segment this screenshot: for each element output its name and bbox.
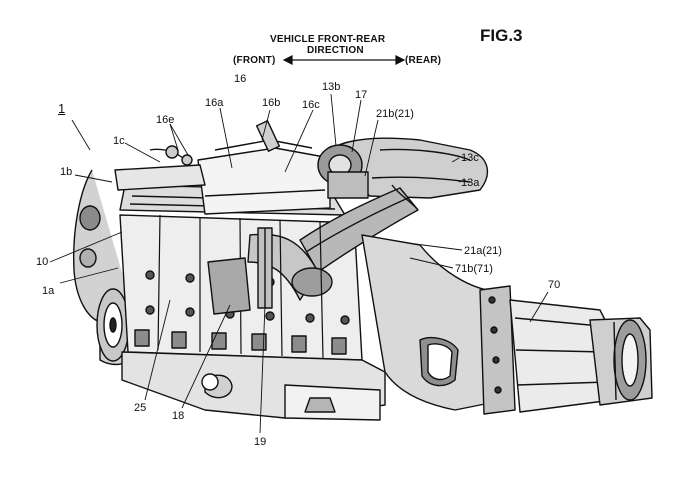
direction-rear-label: (REAR) [405, 55, 442, 66]
ref-label-70: 70 [548, 279, 561, 291]
ref-label-17: 17 [355, 89, 368, 101]
ref-label-1: 1 [58, 101, 66, 116]
ref-label-16e: 16e [156, 114, 175, 126]
ref-label-25: 25 [134, 402, 147, 414]
ref-label-16a: 16a [205, 97, 224, 109]
ref-label-16: 16 [234, 73, 247, 85]
ref-label-1a: 1a [42, 285, 55, 297]
ref-label-1b: 1b [60, 166, 73, 178]
ref-label-18: 18 [172, 410, 185, 422]
ref-label-16b: 16b [262, 97, 281, 109]
ref-label-1c: 1c [113, 135, 125, 147]
ref-label-19: 19 [254, 436, 267, 448]
direction-arrow [282, 55, 406, 65]
direction-title-line1: VEHICLE FRONT-REAR [270, 34, 386, 45]
engine-body [72, 120, 653, 421]
direction-front-label: (FRONT) [233, 55, 276, 66]
figure-label: FIG.3 [480, 26, 523, 45]
ref-label-21a: 21a(21) [464, 245, 502, 257]
ref-label-13a: 13a [461, 177, 480, 189]
ref-label-16c: 16c [302, 99, 320, 111]
ref-label-71b: 71b(71) [455, 263, 493, 275]
ref-label-13c: 13c [461, 152, 479, 164]
direction-title-line2: DIRECTION [307, 45, 364, 56]
ref-label-10: 10 [36, 256, 49, 268]
ref-label-21b: 21b(21) [376, 108, 414, 120]
ref-label-13b: 13b [322, 81, 341, 93]
leader-lines [49, 93, 549, 434]
